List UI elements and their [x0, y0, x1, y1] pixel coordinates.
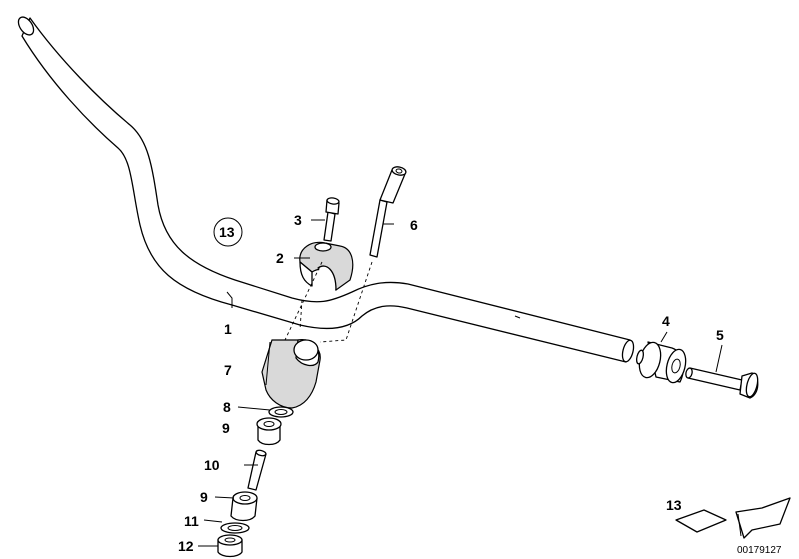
clamp-bolt-long[interactable]: [369, 166, 407, 258]
sticker-icon: [675, 509, 727, 533]
rubber-bushing-lower[interactable]: [230, 491, 258, 522]
assembly-lines: [284, 261, 373, 343]
callout-7: 7: [224, 362, 232, 378]
direction-arrow-icon: [735, 497, 791, 539]
callout-13-circle: [213, 217, 243, 247]
legend: 13 00179127: [666, 497, 791, 556]
callout-10: 10: [204, 457, 220, 473]
washer-lower[interactable]: [220, 522, 250, 534]
callout-3: 3: [294, 212, 302, 228]
callout-9-lower: 9: [200, 489, 208, 505]
drawing-number: 00179127: [737, 545, 782, 556]
bar-end-weight[interactable]: [635, 340, 688, 385]
callout-labels: 1 2 3 6 4 5 7 8 9 10 9 11 12 13: [178, 212, 724, 554]
callout-13: 13: [219, 224, 235, 240]
nut[interactable]: [217, 534, 243, 558]
callout-11: 11: [184, 513, 199, 529]
legend-callout-13: 13: [666, 497, 682, 513]
rubber-bushing-upper[interactable]: [256, 417, 282, 446]
upper-clamp[interactable]: [299, 241, 354, 292]
handlebar[interactable]: [15, 14, 635, 363]
washer[interactable]: [268, 406, 294, 418]
leader-lines: [198, 219, 723, 547]
callout-5: 5: [716, 327, 724, 343]
callout-2: 2: [276, 250, 284, 266]
callout-9-upper: 9: [222, 420, 230, 436]
bar-end-screw[interactable]: [685, 367, 760, 399]
callout-12: 12: [178, 538, 194, 554]
callout-1: 1: [224, 321, 232, 337]
callout-4: 4: [662, 313, 670, 329]
callout-6: 6: [410, 217, 418, 233]
callout-8: 8: [223, 399, 231, 415]
spacer-sleeve[interactable]: [247, 449, 267, 491]
lower-clamp-riser[interactable]: [261, 339, 321, 409]
clamp-bolt-short[interactable]: [323, 197, 340, 242]
